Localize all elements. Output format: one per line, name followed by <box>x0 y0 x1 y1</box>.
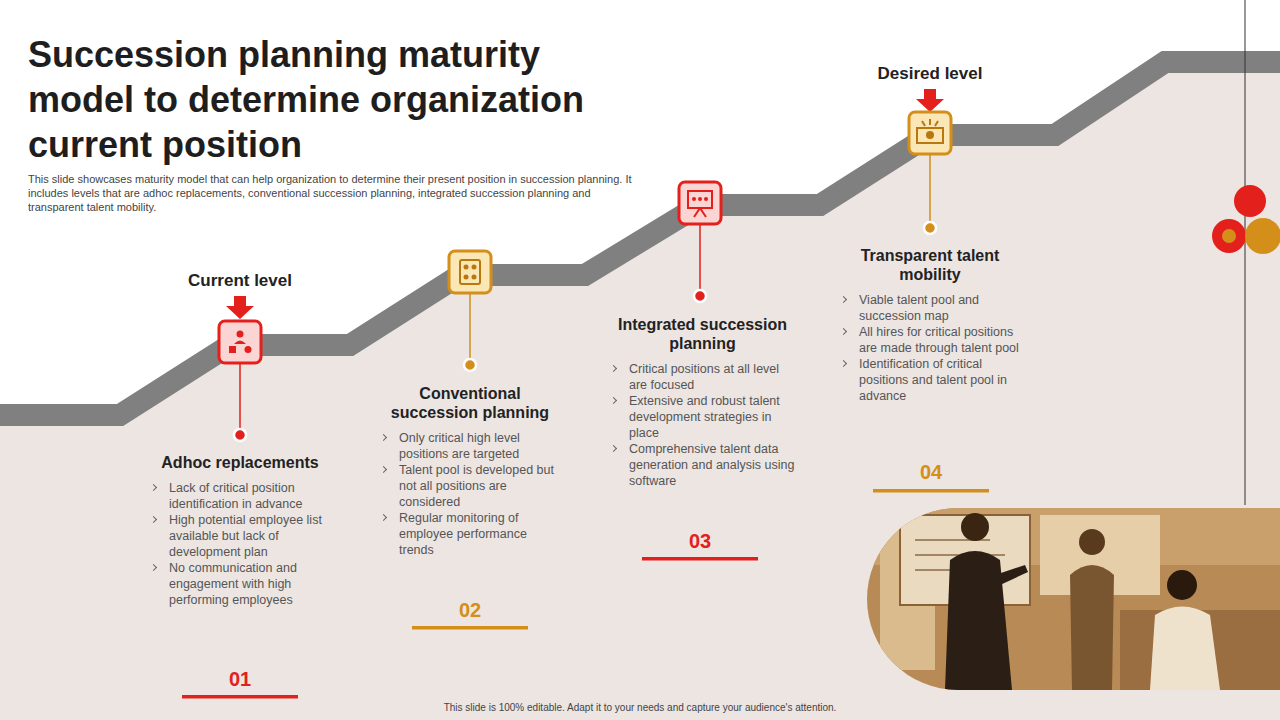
stage-icon <box>909 112 951 154</box>
bullet-point: High potential employee list available b… <box>145 512 335 560</box>
deco-circle <box>1234 185 1266 217</box>
bullet-point: Comprehensive talent data generation and… <box>605 441 800 489</box>
deco-dot <box>1222 229 1236 243</box>
stage-heading: Transparent talent mobility <box>843 246 1018 284</box>
number-bar <box>642 557 758 561</box>
bullet-point: Lack of critical position identification… <box>145 480 335 512</box>
bullet-point: Viable talent pool and succession map <box>835 292 1025 324</box>
photo <box>860 505 1280 695</box>
stage-heading: Integrated succession planning <box>615 315 790 353</box>
level-label: Desired level <box>858 64 1002 84</box>
stage-heading: Adhoc replacements <box>153 453 328 472</box>
stage-heading: Conventional succession planning <box>383 384 558 422</box>
slide-caption: This slide showcases maturity model that… <box>28 172 638 214</box>
divider-line <box>1245 0 1246 505</box>
stage-text-group: Transparent talent mobilityViable talent… <box>835 246 1025 404</box>
slide-title: Succession planning maturity model to de… <box>28 32 628 167</box>
deco-circle <box>1212 219 1246 253</box>
stage-text-group: Integrated succession planningCritical p… <box>605 315 800 489</box>
callout-number: 02 <box>412 598 528 622</box>
number-bar <box>873 489 989 493</box>
level-arrow <box>916 89 944 112</box>
level-label: Current level <box>170 271 310 291</box>
stage-text-group: Conventional succession planningOnly cri… <box>375 384 565 558</box>
bullet-point: Identification of critical positions and… <box>835 356 1025 404</box>
bullet-point: Extensive and robust talent development … <box>605 393 800 441</box>
stage-icon <box>219 321 261 363</box>
callout-number: 03 <box>642 529 758 553</box>
number-bar <box>412 626 528 630</box>
bullet-point: Only critical high level positions are t… <box>375 430 565 462</box>
callout-number: 01 <box>182 667 298 691</box>
bullet-point: No communication and engagement with hig… <box>145 560 335 608</box>
stage-icon <box>679 182 721 224</box>
stage-icon <box>449 251 491 293</box>
bullet-point: Regular monitoring of employee performan… <box>375 510 565 558</box>
deco-circle <box>1245 218 1280 254</box>
number-bar <box>182 695 298 699</box>
bullet-point: All hires for critical positions are mad… <box>835 324 1025 356</box>
bullet-point: Talent pool is developed but not all pos… <box>375 462 565 510</box>
level-arrow <box>226 296 254 319</box>
stage-text-group: Adhoc replacementsLack of critical posit… <box>145 453 335 608</box>
footer-note: This slide is 100% editable. Adapt it to… <box>0 702 1280 714</box>
bullet-point: Critical positions at all level are focu… <box>605 361 800 393</box>
callout-number: 04 <box>873 460 989 484</box>
